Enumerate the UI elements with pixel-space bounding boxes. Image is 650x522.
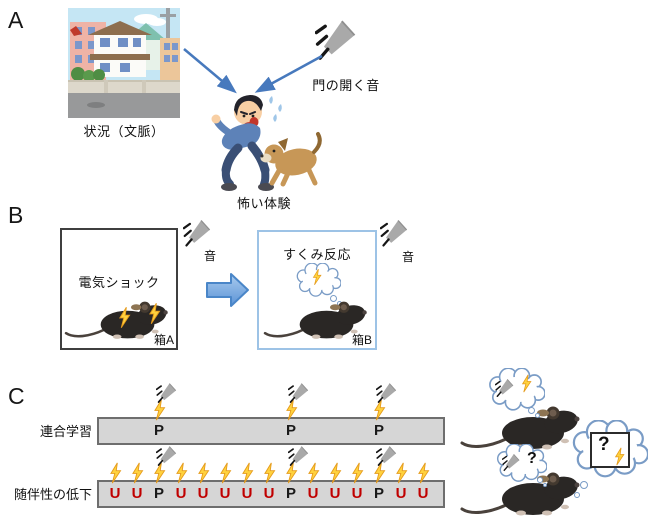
experience-caption: 怖い体験 xyxy=(236,196,291,211)
town-context-illustration xyxy=(68,8,180,118)
tone-speaker-icon xyxy=(380,219,408,247)
context-caption: 状況（文脈） xyxy=(83,124,165,139)
timeline-bar-degraded xyxy=(97,480,445,508)
bolt-icon xyxy=(242,462,254,484)
bar-letter-P: P xyxy=(373,422,384,439)
bolt-icon xyxy=(352,462,363,484)
bubble-tail-dot xyxy=(528,407,535,414)
question-box: ? xyxy=(590,432,630,468)
bolt-icon xyxy=(418,462,429,484)
bubble-tail-dot xyxy=(535,413,540,418)
bar-letter-U: U xyxy=(175,485,187,502)
shock-bolt-icon xyxy=(149,302,161,325)
question-mark: ? xyxy=(527,450,537,467)
association-arrows xyxy=(183,48,323,94)
panel-b-label: B xyxy=(8,202,24,228)
speaker-icon xyxy=(376,382,397,403)
bar-letter-U: U xyxy=(197,485,209,502)
bar-letter-P: P xyxy=(153,485,164,502)
bolt-icon xyxy=(522,374,532,393)
bar-letter-P: P xyxy=(285,485,296,502)
question-mark: ? xyxy=(598,434,610,455)
speaker-icon xyxy=(156,382,177,403)
bar-letter-U: U xyxy=(395,485,407,502)
shock-bolt-icon xyxy=(119,306,131,329)
bolt-icon xyxy=(110,462,121,484)
bar-letter-U: U xyxy=(417,485,429,502)
bolt-icon xyxy=(176,462,188,484)
bolt-icon xyxy=(198,462,210,484)
speaker-icon xyxy=(502,453,520,472)
bolt-icon xyxy=(132,462,144,484)
box-a-tag: 箱A xyxy=(153,333,174,347)
speaker-icon xyxy=(495,378,514,398)
tone-speaker-icon xyxy=(183,219,211,247)
bubble-tail-dot xyxy=(543,483,547,487)
shock-title: 電気ショック xyxy=(78,275,160,290)
bar-letter-U: U xyxy=(219,485,231,502)
bolt-icon xyxy=(330,462,341,484)
bar-letter-U: U xyxy=(241,485,253,502)
bar-letter-U: U xyxy=(307,485,319,502)
bubble-tail-dot xyxy=(580,481,588,489)
bubble-tail-dot xyxy=(537,477,543,483)
bar-letter-U: U xyxy=(329,485,341,502)
bar-letter-P: P xyxy=(373,485,384,502)
bar-letter-U: U xyxy=(263,485,275,502)
bolt-icon xyxy=(396,462,407,484)
bar-letter-P: P xyxy=(153,422,164,439)
row1-label: 連合学習 xyxy=(39,424,92,439)
bubble-tail-dot xyxy=(574,492,580,498)
speaker-icon xyxy=(288,382,309,403)
tone-label-b: 音 xyxy=(402,250,415,264)
bolt-icon xyxy=(264,462,275,484)
row2-label: 随伴性の低下 xyxy=(13,487,92,502)
bar-letter-U: U xyxy=(131,485,143,502)
tone-label-a: 音 xyxy=(204,249,217,263)
timeline-bar-paired xyxy=(97,417,445,445)
dog-bite-experience-illustration xyxy=(211,95,322,191)
bolt-icon xyxy=(313,268,322,286)
gate-sound-caption: 門の開く音 xyxy=(312,78,380,93)
bolt-icon xyxy=(615,447,625,466)
freezing-title: すくみ反応 xyxy=(282,247,352,262)
bar-letter-P: P xyxy=(285,422,296,439)
bolt-icon xyxy=(308,462,319,484)
box-b-tag: 箱B xyxy=(351,333,372,347)
panel-c-label: C xyxy=(8,383,25,409)
bolt-icon xyxy=(220,462,232,484)
bubble-tail-dot xyxy=(330,295,337,302)
bar-letter-U: U xyxy=(109,485,121,502)
transition-block-arrow xyxy=(206,273,249,307)
panel-a-label: A xyxy=(8,7,24,33)
bar-letter-U: U xyxy=(351,485,363,502)
